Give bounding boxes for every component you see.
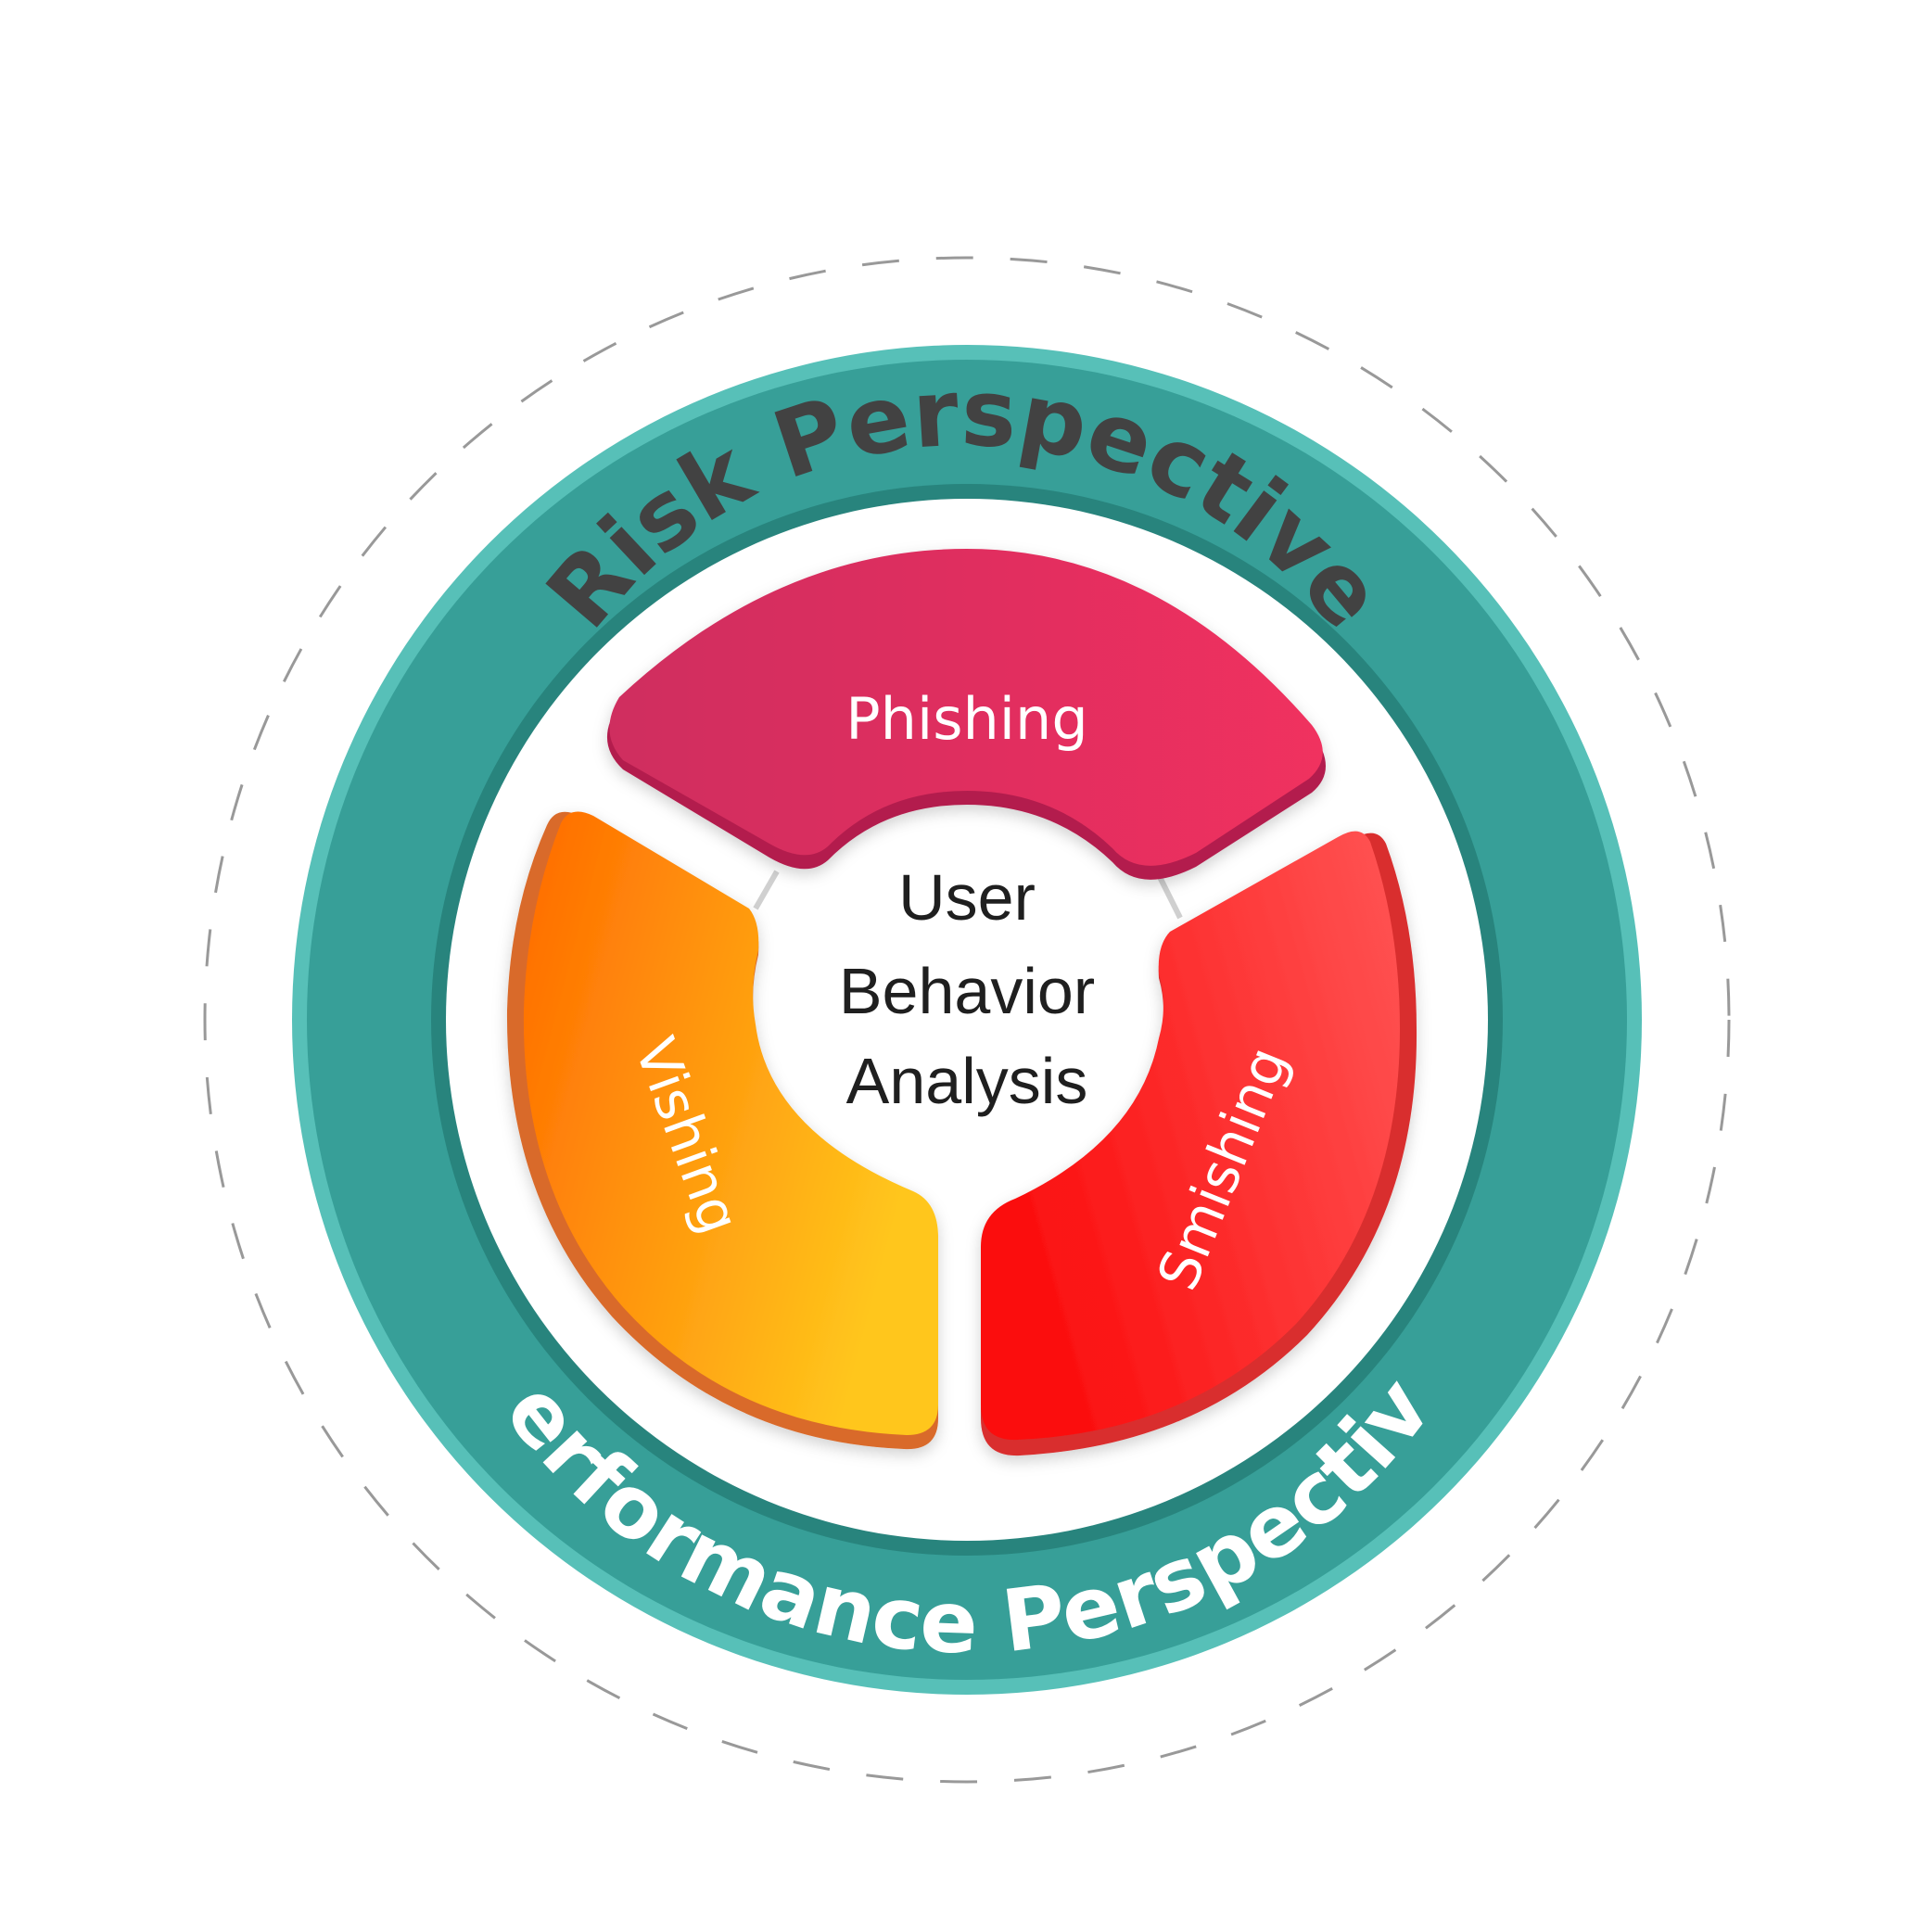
center-line-2: Behavior <box>839 955 1095 1027</box>
dashed-outer-circle <box>203 256 1731 1784</box>
segment-phishing <box>606 549 1326 880</box>
segment-smishing <box>981 831 1417 1456</box>
segment-vishing <box>506 811 938 1450</box>
center-line-1: User <box>898 861 1036 934</box>
phishing-label: Phishing <box>845 685 1087 753</box>
center-title: User Behavior Analysis <box>839 861 1095 1117</box>
segment-connectors <box>753 870 1183 920</box>
center-line-3: Analysis <box>846 1045 1088 1117</box>
